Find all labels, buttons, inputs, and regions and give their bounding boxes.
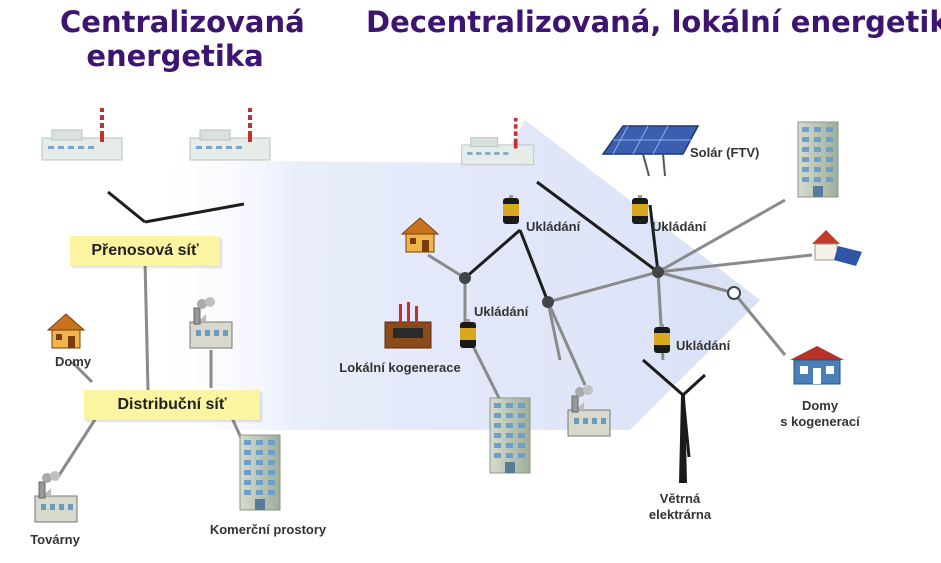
storage-label: Ukládání: [676, 338, 731, 353]
battery-icon: [632, 195, 648, 224]
decentralized-title: Decentralizovaná, lokální energetika: [366, 5, 941, 39]
solar-panel-icon: [601, 125, 700, 177]
wind-turbine-label-line2: elektrárna: [648, 507, 712, 522]
office-building-icon: [797, 121, 839, 198]
centralized-title: Centralizovaná energetika: [60, 5, 305, 73]
power-plant-icon: [41, 107, 123, 161]
battery-icon: [503, 195, 519, 224]
office-building-icon: [239, 434, 281, 511]
wind-turbine-icon: [642, 358, 707, 483]
power-plant-icon: [189, 107, 271, 161]
decentralized-network-lines: [427, 180, 813, 401]
storage-label: Ukládání: [474, 304, 529, 319]
centralized-title-line2: energetika: [86, 39, 264, 73]
house-icon: [47, 313, 85, 349]
network-nodes: [459, 266, 741, 308]
wind-turbine-label: Větrná elektrárna: [640, 491, 720, 523]
houses-cogeneration-label: Domy s kogenerací: [768, 398, 872, 430]
house-cogeneration-icon: [790, 346, 844, 385]
factory-icon: [34, 470, 78, 523]
house-with-solar-icon: [812, 230, 862, 266]
factories-label: Továrny: [30, 532, 80, 547]
solar-label: Solár (FTV): [690, 145, 760, 160]
wind-turbine-label-line1: Větrná: [659, 491, 701, 506]
decentralization-arrow: [150, 120, 760, 430]
local-cogeneration-icon: [384, 302, 432, 349]
centralized-title-line1: Centralizovaná: [60, 5, 305, 39]
houses-label: Domy: [54, 354, 92, 369]
commercial-label: Komerční prostory: [209, 522, 327, 537]
storage-label: Ukládání: [652, 219, 707, 234]
office-building-icon: [489, 397, 531, 474]
battery-icon: [654, 324, 670, 353]
distribution-grid-label: Distribuční síť: [84, 390, 260, 420]
centralized-network-lines: [107, 190, 245, 224]
houses-cogeneration-label-line2: s kogenerací: [780, 414, 860, 429]
transmission-grid-label: Přenosová síť: [70, 236, 220, 266]
storage-label: Ukládání: [526, 219, 581, 234]
local-cogeneration-label: Lokální kogenerace: [339, 360, 461, 375]
houses-cogeneration-label-line1: Domy: [801, 398, 839, 413]
battery-icon: [460, 319, 476, 348]
